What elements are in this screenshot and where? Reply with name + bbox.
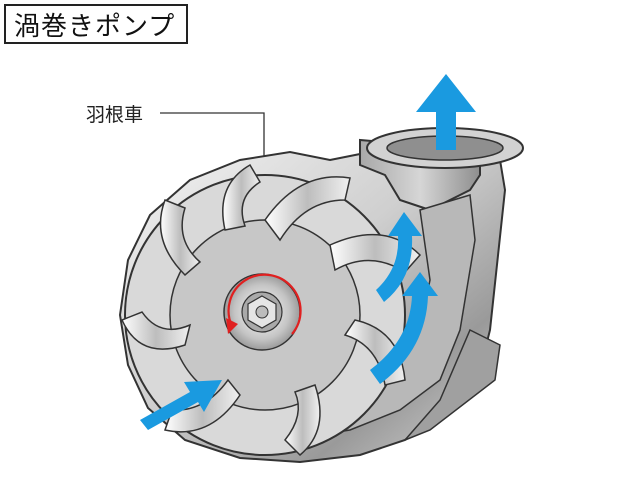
- shaft-bolt: [255, 305, 269, 319]
- rotation-arrowhead-icon: [226, 318, 238, 334]
- blade: [120, 311, 192, 350]
- impeller-label: 羽根車: [86, 104, 144, 126]
- blade: [222, 163, 262, 231]
- flow-arrow-icon: [376, 212, 422, 302]
- outlet-arrow-icon: [416, 74, 476, 150]
- impeller-blades: [120, 163, 422, 457]
- blade: [264, 176, 351, 242]
- casing-foot: [404, 328, 501, 441]
- inlet-arrow-icon: [140, 380, 222, 430]
- diagram-title: 渦巻きポンプ: [4, 4, 188, 44]
- blade: [283, 384, 321, 457]
- blade: [159, 199, 202, 277]
- rotation-arrow-icon: [227, 273, 302, 335]
- flow-arrow-icon: [370, 272, 438, 384]
